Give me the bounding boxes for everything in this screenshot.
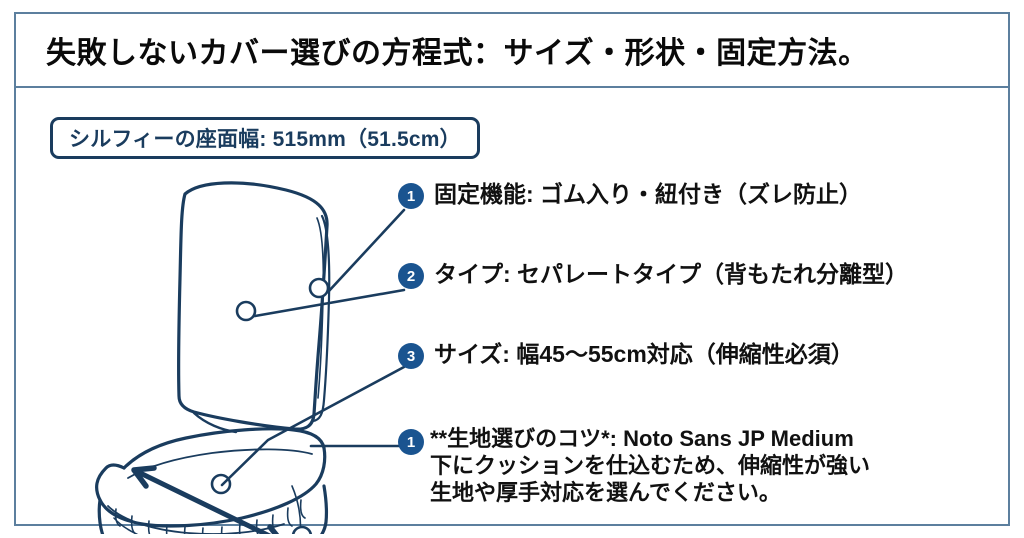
callout-text-3: サイズ: 幅45〜55cm対応（伸縮性必須） (434, 341, 854, 367)
seat-width-badge: シルフィーの座面幅: 515mm（51.5cm） (50, 117, 480, 159)
callout-number-3: 3 (398, 343, 424, 369)
callout-body-2: タイプ: セパレートタイプ（背もたれ分離型） (434, 260, 908, 288)
seat-front-corner-marker (291, 525, 313, 534)
callout-body-4: **生地選びのコツ*: Noto Sans JP Medium 下にクッションを… (430, 426, 870, 506)
callout-number-1: 1 (398, 183, 424, 209)
callout-item-1[interactable]: 1 固定機能: ゴム入り・紐付き（ズレ防止） (398, 180, 862, 209)
callout-number-4: 1 (398, 429, 424, 455)
seat-width-double-arrow (131, 465, 280, 534)
callout-item-2[interactable]: 2 タイプ: セパレートタイプ（背もたれ分離型） (398, 260, 908, 289)
callout-body-1: 固定機能: ゴム入り・紐付き（ズレ防止） (434, 180, 862, 208)
backrest-side-marker (308, 277, 330, 299)
seat-surface-marker (210, 473, 232, 495)
seat-front-face (97, 484, 328, 534)
callout-item-4[interactable]: 1 **生地選びのコツ*: Noto Sans JP Medium 下にクッショ… (398, 426, 870, 506)
callout-text-2: タイプ: セパレートタイプ（背もたれ分離型） (434, 261, 909, 287)
callout-item-3[interactable]: 3 サイズ: 幅45〜55cm対応（伸縮性必須） (398, 340, 854, 369)
seat-hem-line-2 (113, 517, 139, 534)
callout-number-2: 2 (398, 263, 424, 289)
callout-text-4-line-1: **生地選びのコツ*: Noto Sans JP Medium (430, 426, 854, 451)
callout-body-3: サイズ: 幅45〜55cm対応（伸縮性必須） (434, 340, 854, 368)
title-band: 失敗しないカバー選びの方程式：サイズ・形状・固定方法。 (14, 12, 1010, 88)
seat-top-seam (127, 448, 313, 479)
seat-width-badge-label: シルフィーの座面幅: 515mm（51.5cm） (69, 128, 461, 151)
backrest-face-marker (235, 300, 257, 322)
callout-text-4-line-3: 生地や厚手対応を選んでください。 (430, 479, 781, 505)
callout-text-1: 固定機能: ゴム入り・紐付き（ズレ防止） (434, 181, 863, 207)
callout-text-4-line-2: 下にクッションを仕込むため、伸縮性が強い (430, 452, 871, 478)
seat-cover-illustration (36, 168, 416, 534)
seat-top-back-edge (122, 427, 326, 470)
page-title: 失敗しないカバー選びの方程式：サイズ・形状・固定方法。 (46, 37, 869, 70)
